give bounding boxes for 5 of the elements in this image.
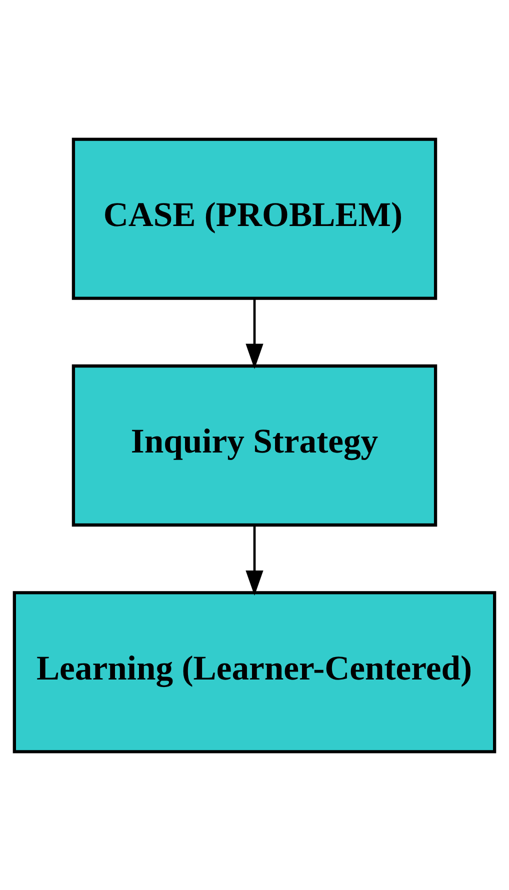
arrow	[246, 524, 264, 596]
node-box: CASE (PROBLEM)	[72, 137, 438, 300]
arrow	[246, 298, 264, 368]
node-box: Learning (Learner-Centered)	[12, 590, 496, 753]
node-box: Inquiry Strategy	[72, 364, 438, 526]
